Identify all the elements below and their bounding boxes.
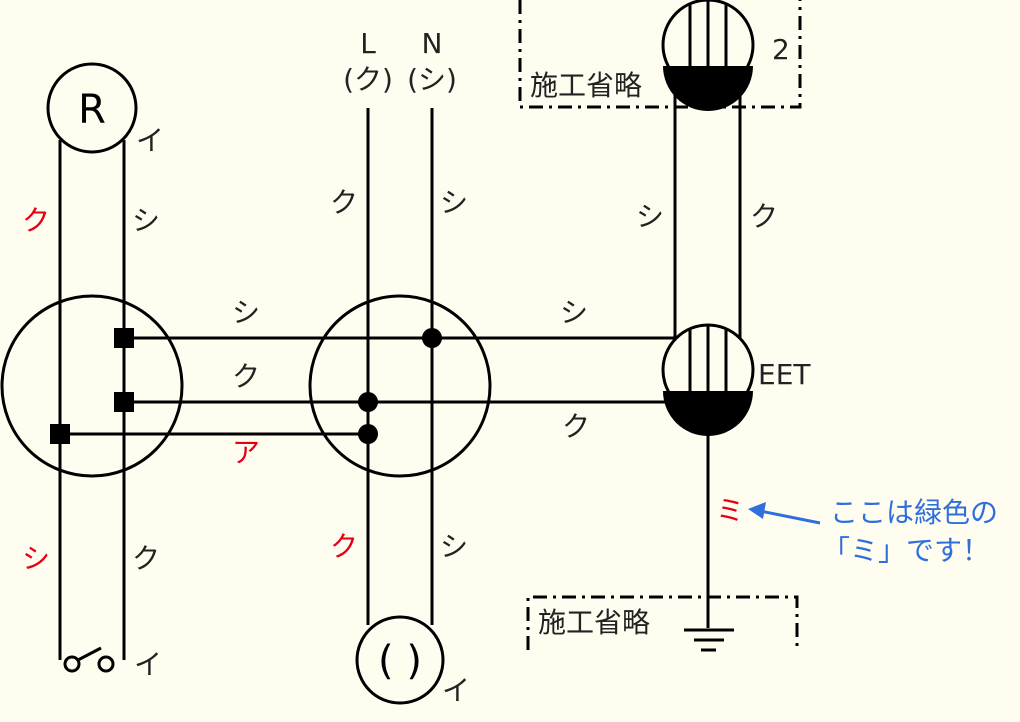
label-left-bottom-left: シ [22, 542, 50, 575]
note-line-2: 「ミ」です！ [822, 534, 990, 567]
label-mid-top-left: ク [330, 186, 358, 219]
label-mid-bottom-right: シ [440, 530, 468, 563]
label-mid-top-right: シ [440, 186, 468, 219]
note-arrow-icon [748, 502, 821, 525]
n-color: (シ) [407, 63, 457, 96]
label-mid-bottom-left: ク [330, 530, 358, 563]
outlet-count-label: 2 [772, 33, 790, 66]
outlet-eet [661, 323, 755, 436]
ground-icon [684, 628, 734, 652]
connection-dot [358, 392, 378, 412]
lamp-r-symbol: R [78, 87, 106, 133]
junction-box-middle [308, 294, 492, 478]
switch-icon [63, 646, 115, 673]
junction-box-left [0, 294, 184, 478]
terminal-square [114, 392, 134, 412]
label-ground: ミ [716, 494, 744, 527]
terminal-square [114, 328, 134, 348]
label-right-top: シ [560, 296, 588, 329]
l-color: (ク) [343, 63, 393, 96]
outlet-top [661, 0, 755, 111]
label-switch-i: イ [134, 648, 162, 681]
l-letter: L [360, 27, 376, 60]
connection-dot [358, 424, 378, 444]
label-outlet-i: イ [442, 674, 470, 707]
label-h3: ア [232, 436, 260, 469]
omit-box-top [518, 0, 802, 109]
lamp-r [46, 62, 138, 154]
label-vert-right: ク [750, 200, 778, 233]
omit-bottom-label: 施工省略 [538, 606, 650, 639]
label-h2: ク [232, 360, 260, 393]
omit-top-label: 施工省略 [530, 69, 642, 102]
label-r-right: シ [132, 204, 160, 237]
label-h1: シ [232, 296, 260, 329]
label-left-bottom-right: ク [132, 542, 160, 575]
connection-dot [422, 328, 442, 348]
label-r-i: イ [136, 124, 164, 157]
n-letter: N [422, 27, 443, 60]
eet-label: EET [758, 358, 811, 391]
label-right-bottom: ク [562, 410, 590, 443]
wires [58, 80, 742, 660]
terminal-square [50, 424, 70, 444]
label-r-left: ク [22, 204, 50, 237]
outlet-bottom [355, 615, 445, 705]
note-line-1: ここは緑色の [830, 496, 998, 529]
outlet-bottom-symbol: ( ) [378, 638, 422, 684]
label-vert-left: シ [636, 200, 664, 233]
omit-box-bottom [526, 595, 799, 650]
